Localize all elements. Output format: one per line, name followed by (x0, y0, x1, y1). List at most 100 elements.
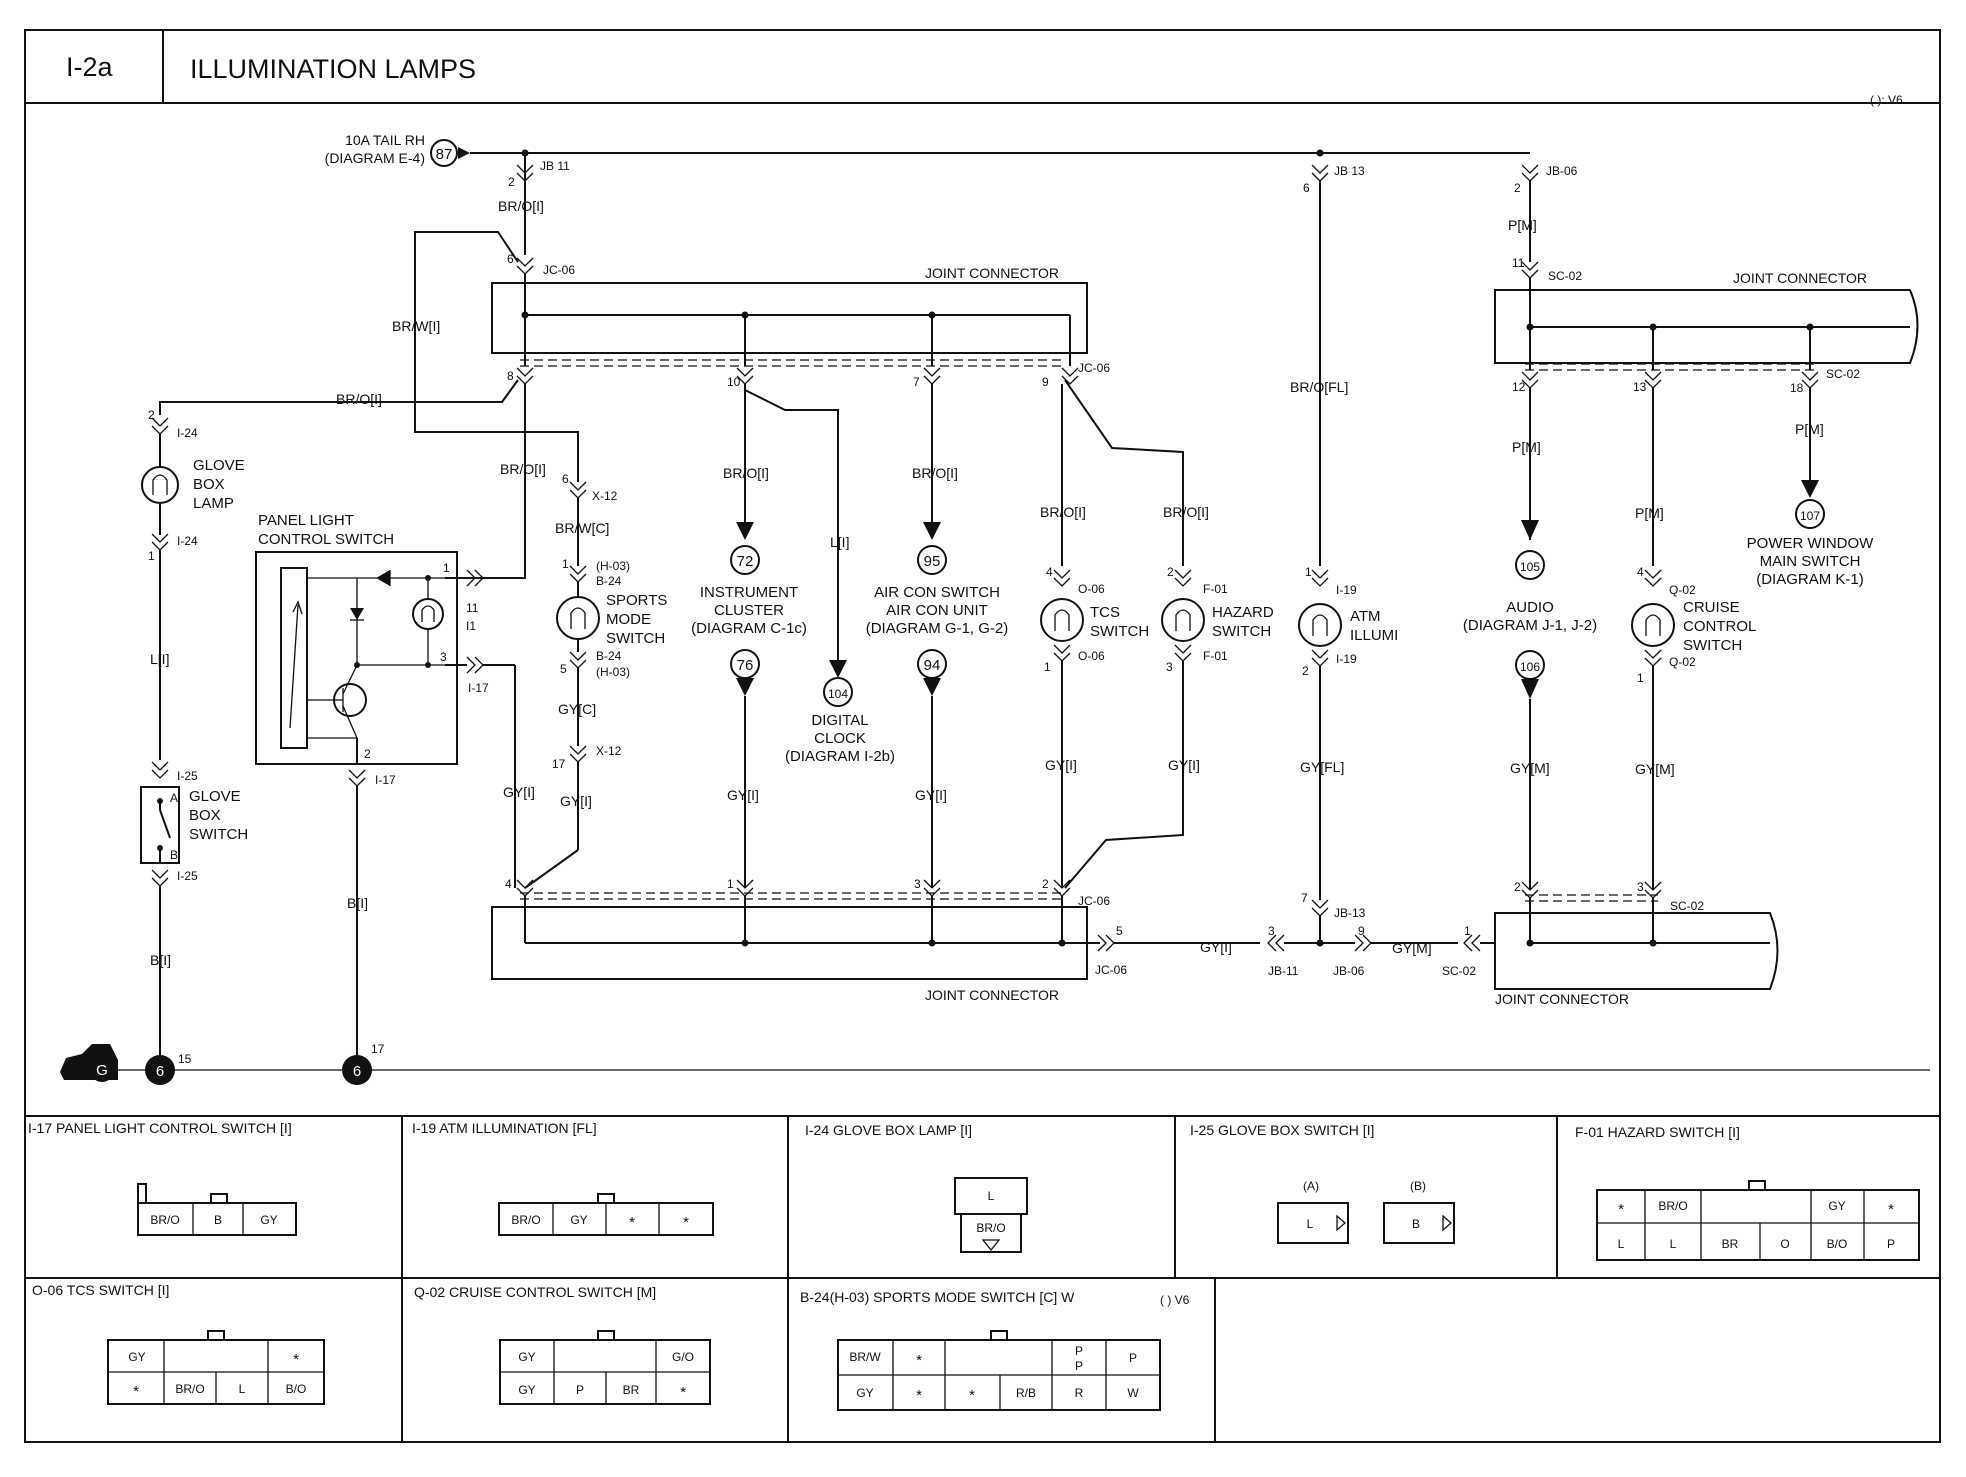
svg-text:6: 6 (1303, 181, 1310, 195)
svg-text:SC-02: SC-02 (1826, 367, 1860, 381)
svg-text:7: 7 (913, 375, 920, 389)
svg-text:BR/O[FL]: BR/O[FL] (1290, 379, 1348, 395)
svg-text:9: 9 (1358, 924, 1365, 938)
wire-bro-feed: BR/O[I] (498, 198, 544, 214)
arrow-icon (1521, 679, 1539, 699)
svg-text:P: P (576, 1383, 584, 1397)
sports-mode-switch: 6 X-12 BR/W[C] 1 (H-03) B-24 SPORTS MODE… (552, 472, 667, 850)
ref-node-106: 106 (1515, 650, 1545, 680)
svg-text:*: * (629, 1214, 635, 1231)
svg-text:SWITCH: SWITCH (189, 826, 248, 843)
svg-text:SC-02: SC-02 (1442, 964, 1476, 978)
svg-text:11: 11 (1512, 256, 1525, 270)
page-title: ILLUMINATION LAMPS (190, 54, 476, 84)
cruise-control-switch: 4 Q-02 CRUISE CONTROL SWITCH Q-02 1 (1631, 565, 1756, 685)
svg-text:2: 2 (364, 747, 371, 761)
i17-connector: 11 I1 I-17 (466, 569, 489, 695)
svg-text:13: 13 (1633, 380, 1647, 394)
svg-text:GY[C]: GY[C] (558, 701, 596, 717)
svg-text:B/O: B/O (286, 1382, 307, 1396)
wire-clock (744, 389, 839, 660)
svg-text:BR: BR (623, 1383, 640, 1397)
svg-text:GY[I]: GY[I] (503, 784, 535, 800)
svg-text:(DIAGRAM J-1, J-2): (DIAGRAM J-1, J-2) (1463, 617, 1597, 634)
svg-text:(H-03): (H-03) (596, 559, 630, 573)
svg-text:BOX: BOX (189, 807, 221, 824)
svg-text:BR/O[I]: BR/O[I] (912, 465, 958, 481)
svg-text:BR/W[I]: BR/W[I] (392, 318, 440, 334)
svg-text:3: 3 (914, 877, 921, 891)
svg-text:B: B (214, 1213, 222, 1227)
svg-text:JOINT CONNECTOR: JOINT CONNECTOR (1733, 270, 1867, 286)
svg-text:2: 2 (1302, 664, 1309, 678)
svg-text:(DIAGRAM G-1, G-2): (DIAGRAM G-1, G-2) (866, 620, 1009, 637)
svg-text:2: 2 (148, 408, 155, 422)
svg-text:GY: GY (856, 1386, 873, 1400)
svg-text:B-24: B-24 (596, 574, 622, 588)
svg-text:ATM: ATM (1350, 608, 1381, 625)
connector-view-i24: I-24 GLOVE BOX LAMP [I] L BR/O (805, 1122, 1028, 1253)
svg-text:*: * (293, 1351, 299, 1368)
svg-text:(DIAGRAM C-1c): (DIAGRAM C-1c) (691, 620, 807, 637)
svg-text:1: 1 (562, 557, 569, 571)
connector-view-i25: I-25 GLOVE BOX SWITCH [I] (A) L (B) B (1190, 1122, 1455, 1244)
svg-text:107: 107 (1800, 509, 1820, 523)
joint-connector-left-bottom: JOINT CONNECTOR (491, 896, 1100, 1003)
svg-text:I-17 PANEL LIGHT CONTROL SWITC: I-17 PANEL LIGHT CONTROL SWITCH [I] (28, 1120, 292, 1136)
svg-text:3: 3 (440, 650, 447, 664)
svg-text:AIR CON UNIT: AIR CON UNIT (886, 602, 988, 619)
ref-node-76: 76 (730, 649, 760, 679)
svg-text:JC-06: JC-06 (543, 263, 575, 277)
diagram-code: I-2a (66, 52, 114, 82)
svg-text:L[I]: L[I] (830, 534, 849, 550)
svg-text:10: 10 (727, 375, 741, 389)
svg-text:B/O: B/O (1827, 1237, 1848, 1251)
svg-text:GY: GY (518, 1383, 535, 1397)
svg-text:17: 17 (371, 1042, 385, 1056)
svg-text:(A): (A) (1303, 1179, 1319, 1193)
svg-text:3: 3 (1637, 880, 1644, 894)
svg-text:I-24: I-24 (177, 534, 198, 548)
svg-text:1: 1 (148, 549, 155, 563)
svg-text:I-25 GLOVE BOX SWITCH [I]: I-25 GLOVE BOX SWITCH [I] (1190, 1122, 1374, 1138)
arrow-icon (736, 678, 754, 696)
svg-text:P: P (1075, 1344, 1083, 1358)
arrow-icon (1521, 520, 1539, 540)
svg-text:7: 7 (1301, 891, 1308, 905)
panel-light-control-switch: PANEL LIGHT CONTROL SWITCH 1 3 2 (255, 512, 458, 765)
svg-text:B[I]: B[I] (150, 952, 171, 968)
svg-text:CLUSTER: CLUSTER (714, 602, 784, 619)
svg-text:P[M]: P[M] (1512, 439, 1541, 455)
svg-text:I-19: I-19 (1336, 583, 1357, 597)
ground-node-17: 6 17 (342, 1042, 385, 1085)
svg-text:BR/O[I]: BR/O[I] (500, 461, 546, 477)
connector-views-panel: I-17 PANEL LIGHT CONTROL SWITCH [I] BR/O… (25, 1115, 1940, 1442)
svg-text:1: 1 (443, 561, 450, 575)
joint-connector-right-bottom: JOINT CONNECTOR (1494, 898, 1779, 1007)
svg-text:I-25: I-25 (177, 769, 198, 783)
ref-node-95: 95 (917, 545, 947, 575)
arrow-icon (829, 660, 847, 678)
svg-text:2: 2 (1514, 181, 1521, 195)
svg-text:G/O: G/O (672, 1350, 694, 1364)
jb13-label: JB 13 (1334, 164, 1365, 178)
svg-text:*: * (916, 1387, 922, 1404)
svg-text:X-12: X-12 (592, 489, 618, 503)
jb11-label: JB 11 (540, 159, 570, 173)
wire-brw-loop (414, 231, 579, 482)
svg-text:O-06: O-06 (1078, 582, 1105, 596)
svg-text:3: 3 (1268, 924, 1275, 938)
svg-text:2: 2 (508, 175, 515, 189)
svg-text:P[M]: P[M] (1635, 505, 1664, 521)
svg-text:BR/O[I]: BR/O[I] (1040, 504, 1086, 520)
svg-text:BR: BR (1722, 1237, 1739, 1251)
svg-text:JOINT CONNECTOR: JOINT CONNECTOR (925, 987, 1059, 1003)
svg-text:6: 6 (562, 472, 569, 486)
svg-text:I-19: I-19 (1336, 652, 1357, 666)
svg-text:5: 5 (560, 662, 567, 676)
svg-text:SPORTS: SPORTS (606, 592, 667, 609)
svg-text:BR/O: BR/O (1658, 1199, 1687, 1213)
svg-text:4: 4 (1637, 565, 1644, 579)
svg-text:*: * (969, 1387, 975, 1404)
